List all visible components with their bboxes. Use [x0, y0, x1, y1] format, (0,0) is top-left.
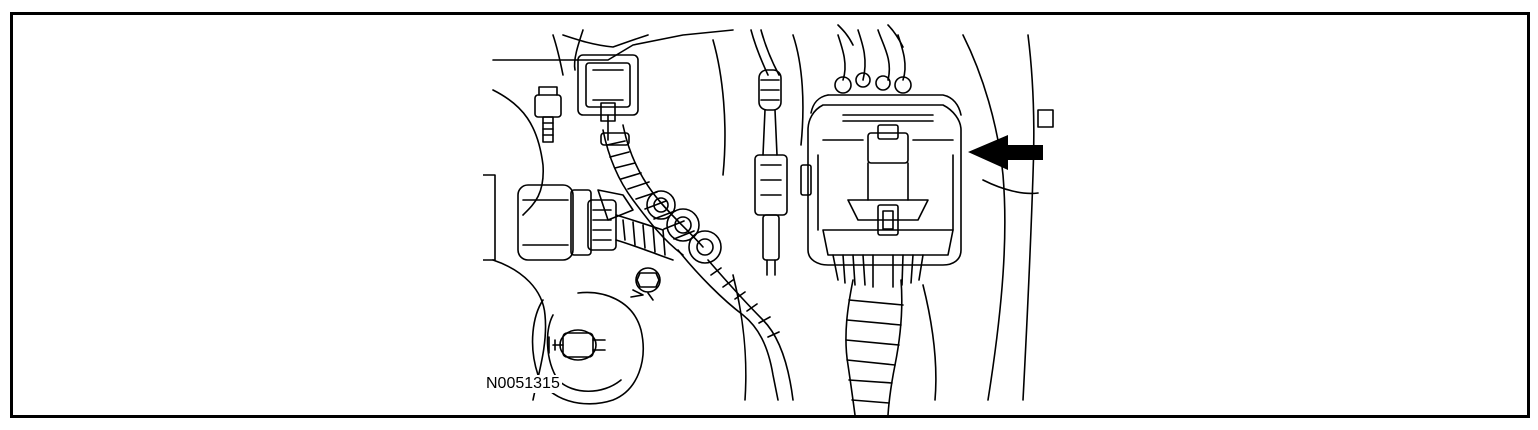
main-connector: [800, 24, 962, 288]
wire-harness-left: [597, 124, 794, 401]
upper-small-connector: [562, 34, 649, 141]
figure-id-label: N0051315: [484, 375, 562, 393]
left-arrow-icon: [968, 135, 1043, 170]
body-panel: [483, 29, 734, 401]
stud-upper: [534, 86, 562, 143]
illustration-frame: N0051315: [10, 12, 1530, 418]
side-connector: [517, 184, 674, 261]
sensor-lead: [750, 29, 788, 276]
main-harness-lower: [845, 279, 904, 415]
small-stud-middle: [630, 267, 661, 301]
connector-line-drawing: [483, 24, 1054, 415]
body-contour-right: [712, 34, 1054, 401]
